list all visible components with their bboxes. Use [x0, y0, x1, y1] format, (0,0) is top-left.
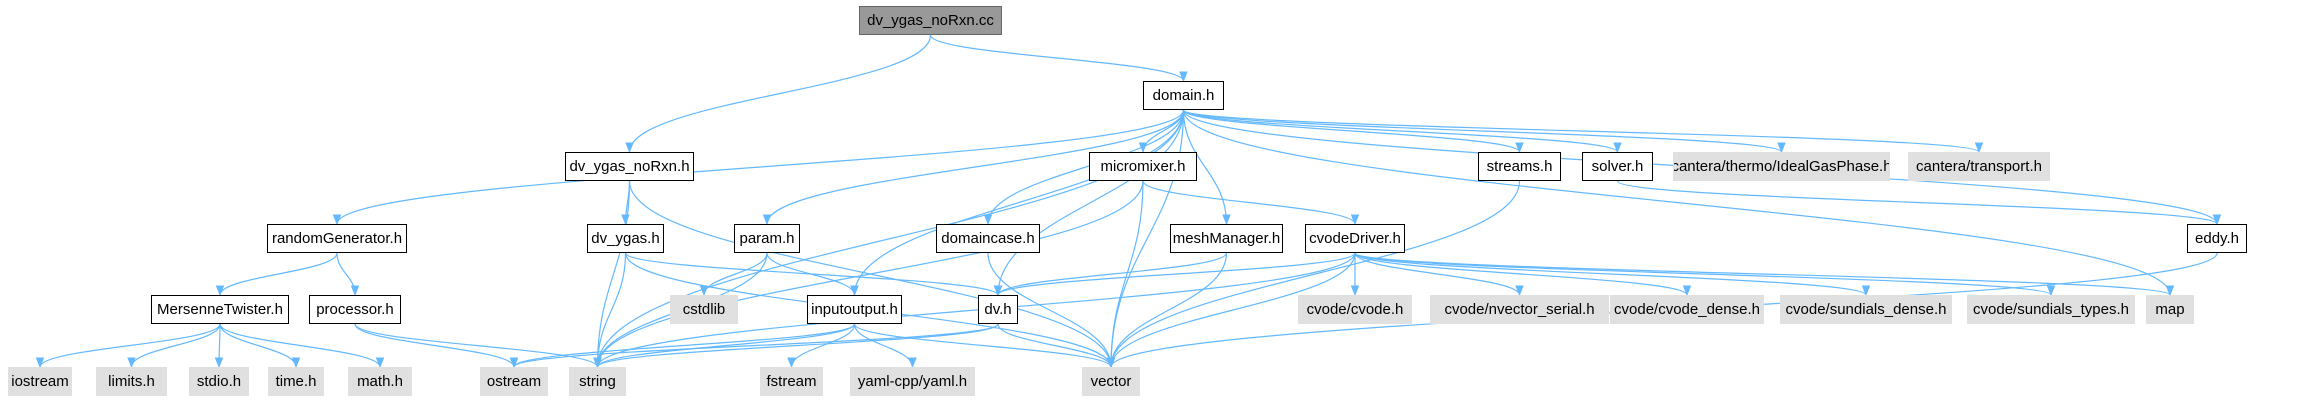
- edge-MersenneTwister-to-time: [219, 323, 301, 369]
- node-solver[interactable]: solver.h: [1582, 152, 1653, 181]
- node-randomgenerator[interactable]: randomGenerator.h: [267, 224, 407, 253]
- node-root: dv_ygas_noRxn.cc: [859, 6, 1002, 35]
- node-inputoutput[interactable]: inputoutput.h: [807, 295, 902, 324]
- edge-domain-to-micromixer: [1138, 109, 1185, 154]
- edge-domain-to-inputoutput: [850, 109, 1185, 297]
- edge-inputoutput-to-ostream: [509, 323, 856, 369]
- node-dv-ygas[interactable]: dv_ygas.h: [587, 224, 664, 253]
- node-dv-ygas-norxn[interactable]: dv_ygas_noRxn.h: [565, 152, 694, 181]
- edge-param-to-inputoutput: [766, 252, 859, 297]
- edge-dv_ygas_noRxn-to-string: [593, 180, 631, 369]
- edge-randomGenerator-to-processor: [336, 252, 360, 297]
- edge-MersenneTwister-to-limits: [127, 323, 221, 369]
- node-limits: limits.h: [96, 367, 167, 396]
- node-fstream: fstream: [760, 367, 823, 396]
- edge-cvodeDriver-to-string: [593, 252, 1356, 369]
- edge-dv-to-ostream: [509, 323, 999, 369]
- node-yaml-cpp-yaml: yaml-cpp/yaml.h: [850, 367, 975, 396]
- node-cvode-sundials-types: cvode/sundials_types.h: [1967, 295, 2135, 324]
- edge-inputoutput-to-fstream: [787, 323, 856, 369]
- edge-dv-to-vector: [997, 323, 1116, 369]
- edge-solver-to-eddy: [1616, 180, 2222, 226]
- edge-domain-to-domaincase: [983, 109, 1185, 226]
- edge-domain-to-idealgas: [1182, 109, 1786, 154]
- node-vector: vector: [1082, 367, 1140, 396]
- node-stdio: stdio.h: [189, 367, 249, 396]
- edge-domain-to-dv: [993, 109, 1185, 297]
- edge-micromixer-to-cvodeDriver: [1142, 180, 1360, 226]
- edge-param-to-cstdlib: [699, 252, 768, 297]
- edge-randomGenerator-to-MersenneTwister: [215, 252, 338, 297]
- node-cantera-idealgasphase: cantera/thermo/IdealGasPhase.h: [1673, 152, 1890, 181]
- edge-domain-to-map: [1182, 109, 2175, 297]
- node-ostream: ostream: [480, 367, 548, 396]
- edge-domain-to-randomGenerator: [332, 109, 1185, 226]
- node-domain[interactable]: domain.h: [1143, 81, 1224, 110]
- node-eddy[interactable]: eddy.h: [2187, 224, 2247, 253]
- node-string: string: [569, 367, 626, 396]
- node-cvodedriver[interactable]: cvodeDriver.h: [1305, 224, 1405, 253]
- edge-domain-to-streams: [1182, 109, 1524, 154]
- edge-streams-to-vector: [1106, 180, 1521, 369]
- edge-micromixer-to-string: [593, 180, 1144, 369]
- node-param[interactable]: param.h: [734, 224, 800, 253]
- node-meshmanager[interactable]: meshManager.h: [1170, 224, 1283, 253]
- edge-root-to-domain: [929, 34, 1188, 83]
- node-streams[interactable]: streams.h: [1478, 152, 1561, 181]
- edge-cvodeDriver-to-cvode_dense: [1354, 252, 1692, 297]
- node-map: map: [2146, 295, 2194, 324]
- node-cvode-nvector-serial: cvode/nvector_serial.h: [1430, 295, 1609, 324]
- node-micromixer[interactable]: micromixer.h: [1089, 152, 1197, 181]
- node-cantera-transport: cantera/transport.h: [1908, 152, 2050, 181]
- node-mersennetwister[interactable]: MersenneTwister.h: [151, 295, 289, 324]
- edge-micromixer-to-vector: [1106, 180, 1144, 369]
- edge-processor-to-ostream: [354, 323, 519, 369]
- edge-root-to-dv_ygas_noRxn: [625, 34, 932, 154]
- edge-domaincase-to-vector: [987, 252, 1116, 369]
- edge-cvodeDriver-to-sundials_dense: [1354, 252, 1871, 297]
- edge-cvodeDriver-to-vector: [1106, 252, 1356, 369]
- node-processor[interactable]: processor.h: [309, 295, 401, 324]
- node-math: math.h: [348, 367, 412, 396]
- node-cvode-cvode: cvode/cvode.h: [1298, 295, 1412, 324]
- edge-cvodeDriver-to-nvector_serial: [1354, 252, 1524, 297]
- edge-cvodeDriver-to-sundials_types: [1354, 252, 2055, 297]
- edge-meshManager-to-vector: [1106, 252, 1228, 369]
- node-iostream: iostream: [8, 367, 72, 396]
- node-domaincase[interactable]: domaincase.h: [936, 224, 1040, 253]
- edge-MersenneTwister-to-iostream: [35, 323, 221, 369]
- node-cvode-cvode-dense: cvode/cvode_dense.h: [1610, 295, 1764, 324]
- edge-domain-to-meshManager: [1182, 109, 1231, 226]
- node-cstdlib: cstdlib: [670, 295, 738, 324]
- node-dv[interactable]: dv.h: [978, 295, 1018, 324]
- edge-inputoutput-to-vector: [853, 323, 1116, 369]
- edge-inputoutput-to-string: [593, 323, 856, 369]
- edge-domain-to-string: [593, 109, 1185, 369]
- node-time: time.h: [268, 367, 324, 396]
- edge-cvodeDriver-to-dv: [993, 252, 1356, 297]
- edge-MersenneTwister-to-stdio: [214, 323, 224, 369]
- edge-meshManager-to-dv: [993, 252, 1228, 297]
- edge-inputoutput-to-yaml: [853, 323, 917, 369]
- edge-MersenneTwister-to-math: [219, 323, 385, 369]
- edge-processor-to-string: [354, 323, 602, 369]
- edge-domain-to-param: [762, 109, 1185, 226]
- edge-domain-to-solver: [1182, 109, 1622, 154]
- edge-cvodeDriver-to-map: [1354, 252, 2174, 297]
- edge-dv-to-string: [593, 323, 999, 369]
- node-cvode-sundials-dense: cvode/sundials_dense.h: [1780, 295, 1952, 324]
- edge-domain-to-transport: [1182, 109, 1983, 154]
